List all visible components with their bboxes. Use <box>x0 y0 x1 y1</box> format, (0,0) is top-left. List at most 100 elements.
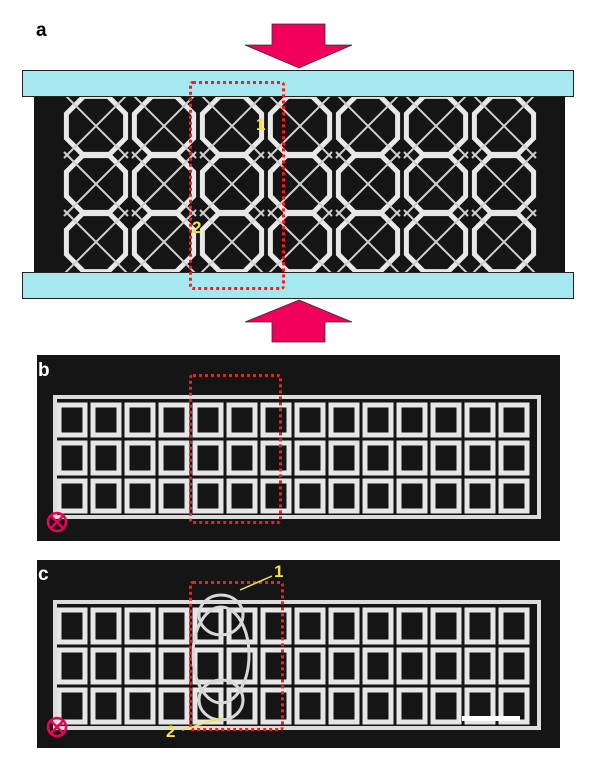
lattice-cell <box>362 402 394 438</box>
lattice-cell <box>158 687 190 725</box>
lattice-strut <box>131 96 196 159</box>
lattice-cell <box>498 402 530 438</box>
lattice-cell <box>56 402 88 438</box>
lattice-cell <box>260 647 292 685</box>
lattice-cell <box>56 478 88 514</box>
lattice-cell <box>63 209 129 272</box>
lattice-cell <box>56 687 88 725</box>
lattice-cell <box>396 607 428 645</box>
lattice-cell <box>192 607 224 645</box>
panel-a-annotation-1: 1 <box>256 115 266 134</box>
lattice-cell <box>362 478 394 514</box>
lattice-cell <box>498 478 530 514</box>
lattice-cell <box>396 478 428 514</box>
lattice-cell <box>226 647 258 685</box>
bottom-plate <box>22 272 574 299</box>
panel-a-photo <box>34 96 565 272</box>
panel-a-annotation-2: 2 <box>192 218 202 237</box>
lattice-strut <box>472 209 537 272</box>
lattice-cell <box>362 440 394 476</box>
lattice-cell <box>464 440 496 476</box>
panel-b-label: b <box>38 360 50 381</box>
lattice-outline <box>53 600 541 730</box>
lattice-cell <box>260 402 292 438</box>
compression-arrow-bottom <box>244 299 353 343</box>
lattice-cell <box>294 607 326 645</box>
lattice-strut <box>132 209 197 272</box>
lattice-cell <box>124 647 156 685</box>
lattice-cell <box>464 647 496 685</box>
lattice-cell <box>90 607 122 645</box>
lattice-cell <box>430 440 462 476</box>
lattice-cell <box>294 478 326 514</box>
panel-b-highlight-box <box>189 374 282 524</box>
lattice-cell <box>192 478 224 514</box>
annotation-1-leader <box>239 575 273 591</box>
lattice-strut <box>267 96 332 159</box>
lattice-cell <box>498 607 530 645</box>
lattice-cell <box>362 607 394 645</box>
lattice-cell <box>226 440 258 476</box>
lattice-cell <box>158 478 190 514</box>
panel-c-highlight-box <box>189 581 284 731</box>
panel-c-annotation-1: 1 <box>274 562 284 581</box>
lattice-cell <box>192 402 224 438</box>
into-page-symbol-icon <box>46 716 68 738</box>
lattice-cell <box>158 402 190 438</box>
lattice-strut <box>63 151 129 217</box>
lattice-cell <box>328 478 360 514</box>
lattice-cell <box>294 440 326 476</box>
panel-b-lattice <box>53 395 541 519</box>
lattice-outline <box>53 395 541 519</box>
lattice-cell <box>362 687 394 725</box>
into-page-symbol-icon <box>46 511 68 533</box>
lattice-cell <box>328 440 360 476</box>
lattice-strut <box>64 209 129 272</box>
lattice-cell <box>362 647 394 685</box>
panel-c-annotation-2: 2 <box>166 722 176 741</box>
lattice-cell <box>260 478 292 514</box>
lattice-strut <box>471 151 537 217</box>
lattice-strut <box>335 96 400 159</box>
lattice-cell <box>396 440 428 476</box>
lattice-cell <box>396 687 428 725</box>
lattice-cell <box>396 647 428 685</box>
lattice-strut <box>336 209 401 272</box>
lattice-strut <box>471 96 536 159</box>
lattice-cell <box>294 687 326 725</box>
compression-arrow-top <box>244 23 353 69</box>
lattice-cell <box>199 209 265 272</box>
lattice-cell <box>131 209 197 272</box>
lattice-cell <box>56 607 88 645</box>
lattice-cell <box>396 402 428 438</box>
lattice-cell <box>328 647 360 685</box>
lattice-cell <box>498 687 530 725</box>
lattice-cell <box>464 607 496 645</box>
lattice-cell <box>124 402 156 438</box>
panel-b-photo <box>37 355 560 541</box>
lattice-cell <box>56 647 88 685</box>
lattice-strut <box>200 209 265 272</box>
lattice-cell <box>430 687 462 725</box>
lattice-cell <box>226 402 258 438</box>
lattice-strut <box>404 209 469 272</box>
panel-a-label: a <box>36 20 47 41</box>
lattice-cell <box>226 478 258 514</box>
lattice-cell <box>430 647 462 685</box>
lattice-strut <box>199 151 265 217</box>
lattice-strut <box>403 151 469 217</box>
lattice-cell <box>328 607 360 645</box>
lattice-cell <box>158 440 190 476</box>
lattice-cell <box>498 440 530 476</box>
lattice-strut <box>267 151 333 217</box>
lattice-cell <box>90 647 122 685</box>
lattice-cell <box>267 209 333 272</box>
lattice-cell <box>158 607 190 645</box>
lattice-cell <box>192 440 224 476</box>
lattice-cell <box>90 687 122 725</box>
panel-c-label: c <box>38 564 49 585</box>
lattice-strut <box>199 96 264 159</box>
lattice-cell <box>124 607 156 645</box>
lattice-strut <box>131 151 197 217</box>
